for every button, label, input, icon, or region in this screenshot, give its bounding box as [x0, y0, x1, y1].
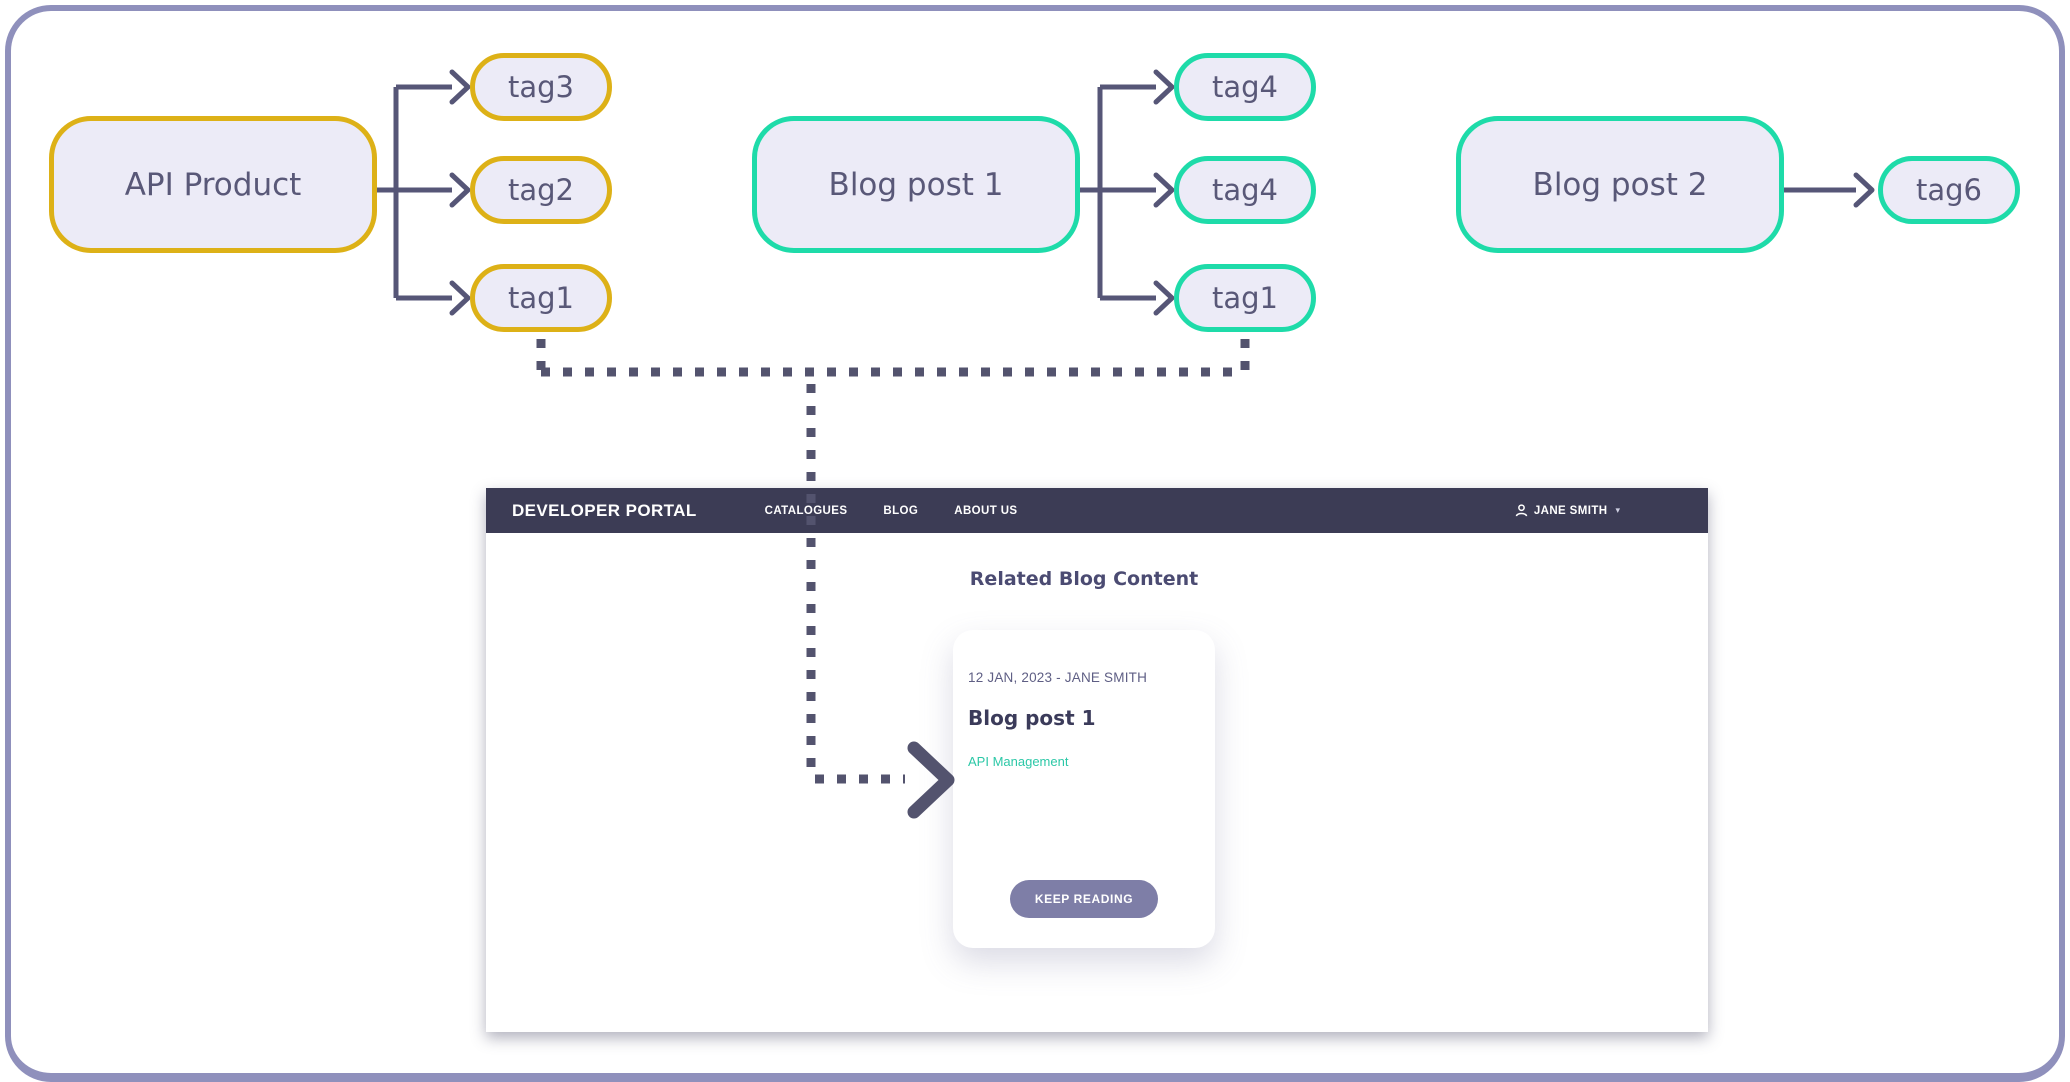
tag-label: tag4: [1211, 70, 1278, 104]
tag-pill-tag2: tag2: [470, 156, 612, 224]
arrowhead-icon: [449, 280, 471, 316]
user-menu[interactable]: JANE SMITH ▾: [1514, 503, 1620, 518]
blog-post-1-label: Blog post 1: [828, 166, 1004, 203]
portal-brand[interactable]: DEVELOPER PORTAL: [512, 500, 697, 520]
post-meta: 12 JAN, 2023 - JANE SMITH: [968, 670, 1148, 685]
arrowhead-icon: [1153, 280, 1175, 316]
api-product-node: API Product: [49, 116, 377, 253]
post-title: Blog post 1: [968, 706, 1096, 730]
blog-post-2-node: Blog post 2: [1456, 116, 1784, 253]
nav-menu: CATALOGUES BLOG ABOUT US: [765, 505, 1018, 517]
arrowhead-icon: [1853, 172, 1875, 208]
tag-label: tag1: [1211, 281, 1278, 315]
tag-label: tag1: [507, 281, 574, 315]
tag-pill-tag1-left: tag1: [470, 264, 612, 332]
arrowhead-icon: [1153, 172, 1175, 208]
blog-post-2-label: Blog post 2: [1532, 166, 1708, 203]
tag-label: tag4: [1211, 173, 1278, 207]
tag-label: tag6: [1915, 173, 1982, 207]
developer-portal-window: DEVELOPER PORTAL CATALOGUES BLOG ABOUT U…: [486, 488, 1708, 1032]
portal-navbar: DEVELOPER PORTAL CATALOGUES BLOG ABOUT U…: [486, 488, 1708, 533]
arrowhead-icon: [449, 172, 471, 208]
tag-pill-tag4-top: tag4: [1174, 53, 1316, 121]
chevron-down-icon: ▾: [1615, 505, 1620, 515]
arrowhead-icon: [449, 69, 471, 105]
tag-pill-tag1-right: tag1: [1174, 264, 1316, 332]
tag-pill-tag3: tag3: [470, 53, 612, 121]
tag-pill-tag6: tag6: [1878, 156, 2020, 224]
nav-item-about-us[interactable]: ABOUT US: [954, 504, 1018, 517]
blog-post-1-node: Blog post 1: [752, 116, 1080, 253]
blog-post-card: 12 JAN, 2023 - JANE SMITH Blog post 1 AP…: [953, 630, 1215, 948]
api-product-label: API Product: [124, 166, 302, 203]
keep-reading-button[interactable]: KEEP READING: [1010, 880, 1158, 918]
related-blog-content-title: Related Blog Content: [969, 568, 1199, 590]
post-tag-link[interactable]: API Management: [968, 754, 1069, 769]
tag-label: tag3: [507, 70, 574, 104]
tag-label: tag2: [507, 173, 574, 207]
nav-item-blog[interactable]: BLOG: [883, 504, 919, 517]
user-icon: [1515, 504, 1528, 517]
tag-pill-tag4-mid: tag4: [1174, 156, 1316, 224]
arrowhead-icon: [1153, 69, 1175, 105]
nav-item-catalogues[interactable]: CATALOGUES: [764, 504, 848, 517]
user-name: JANE SMITH: [1533, 504, 1608, 517]
